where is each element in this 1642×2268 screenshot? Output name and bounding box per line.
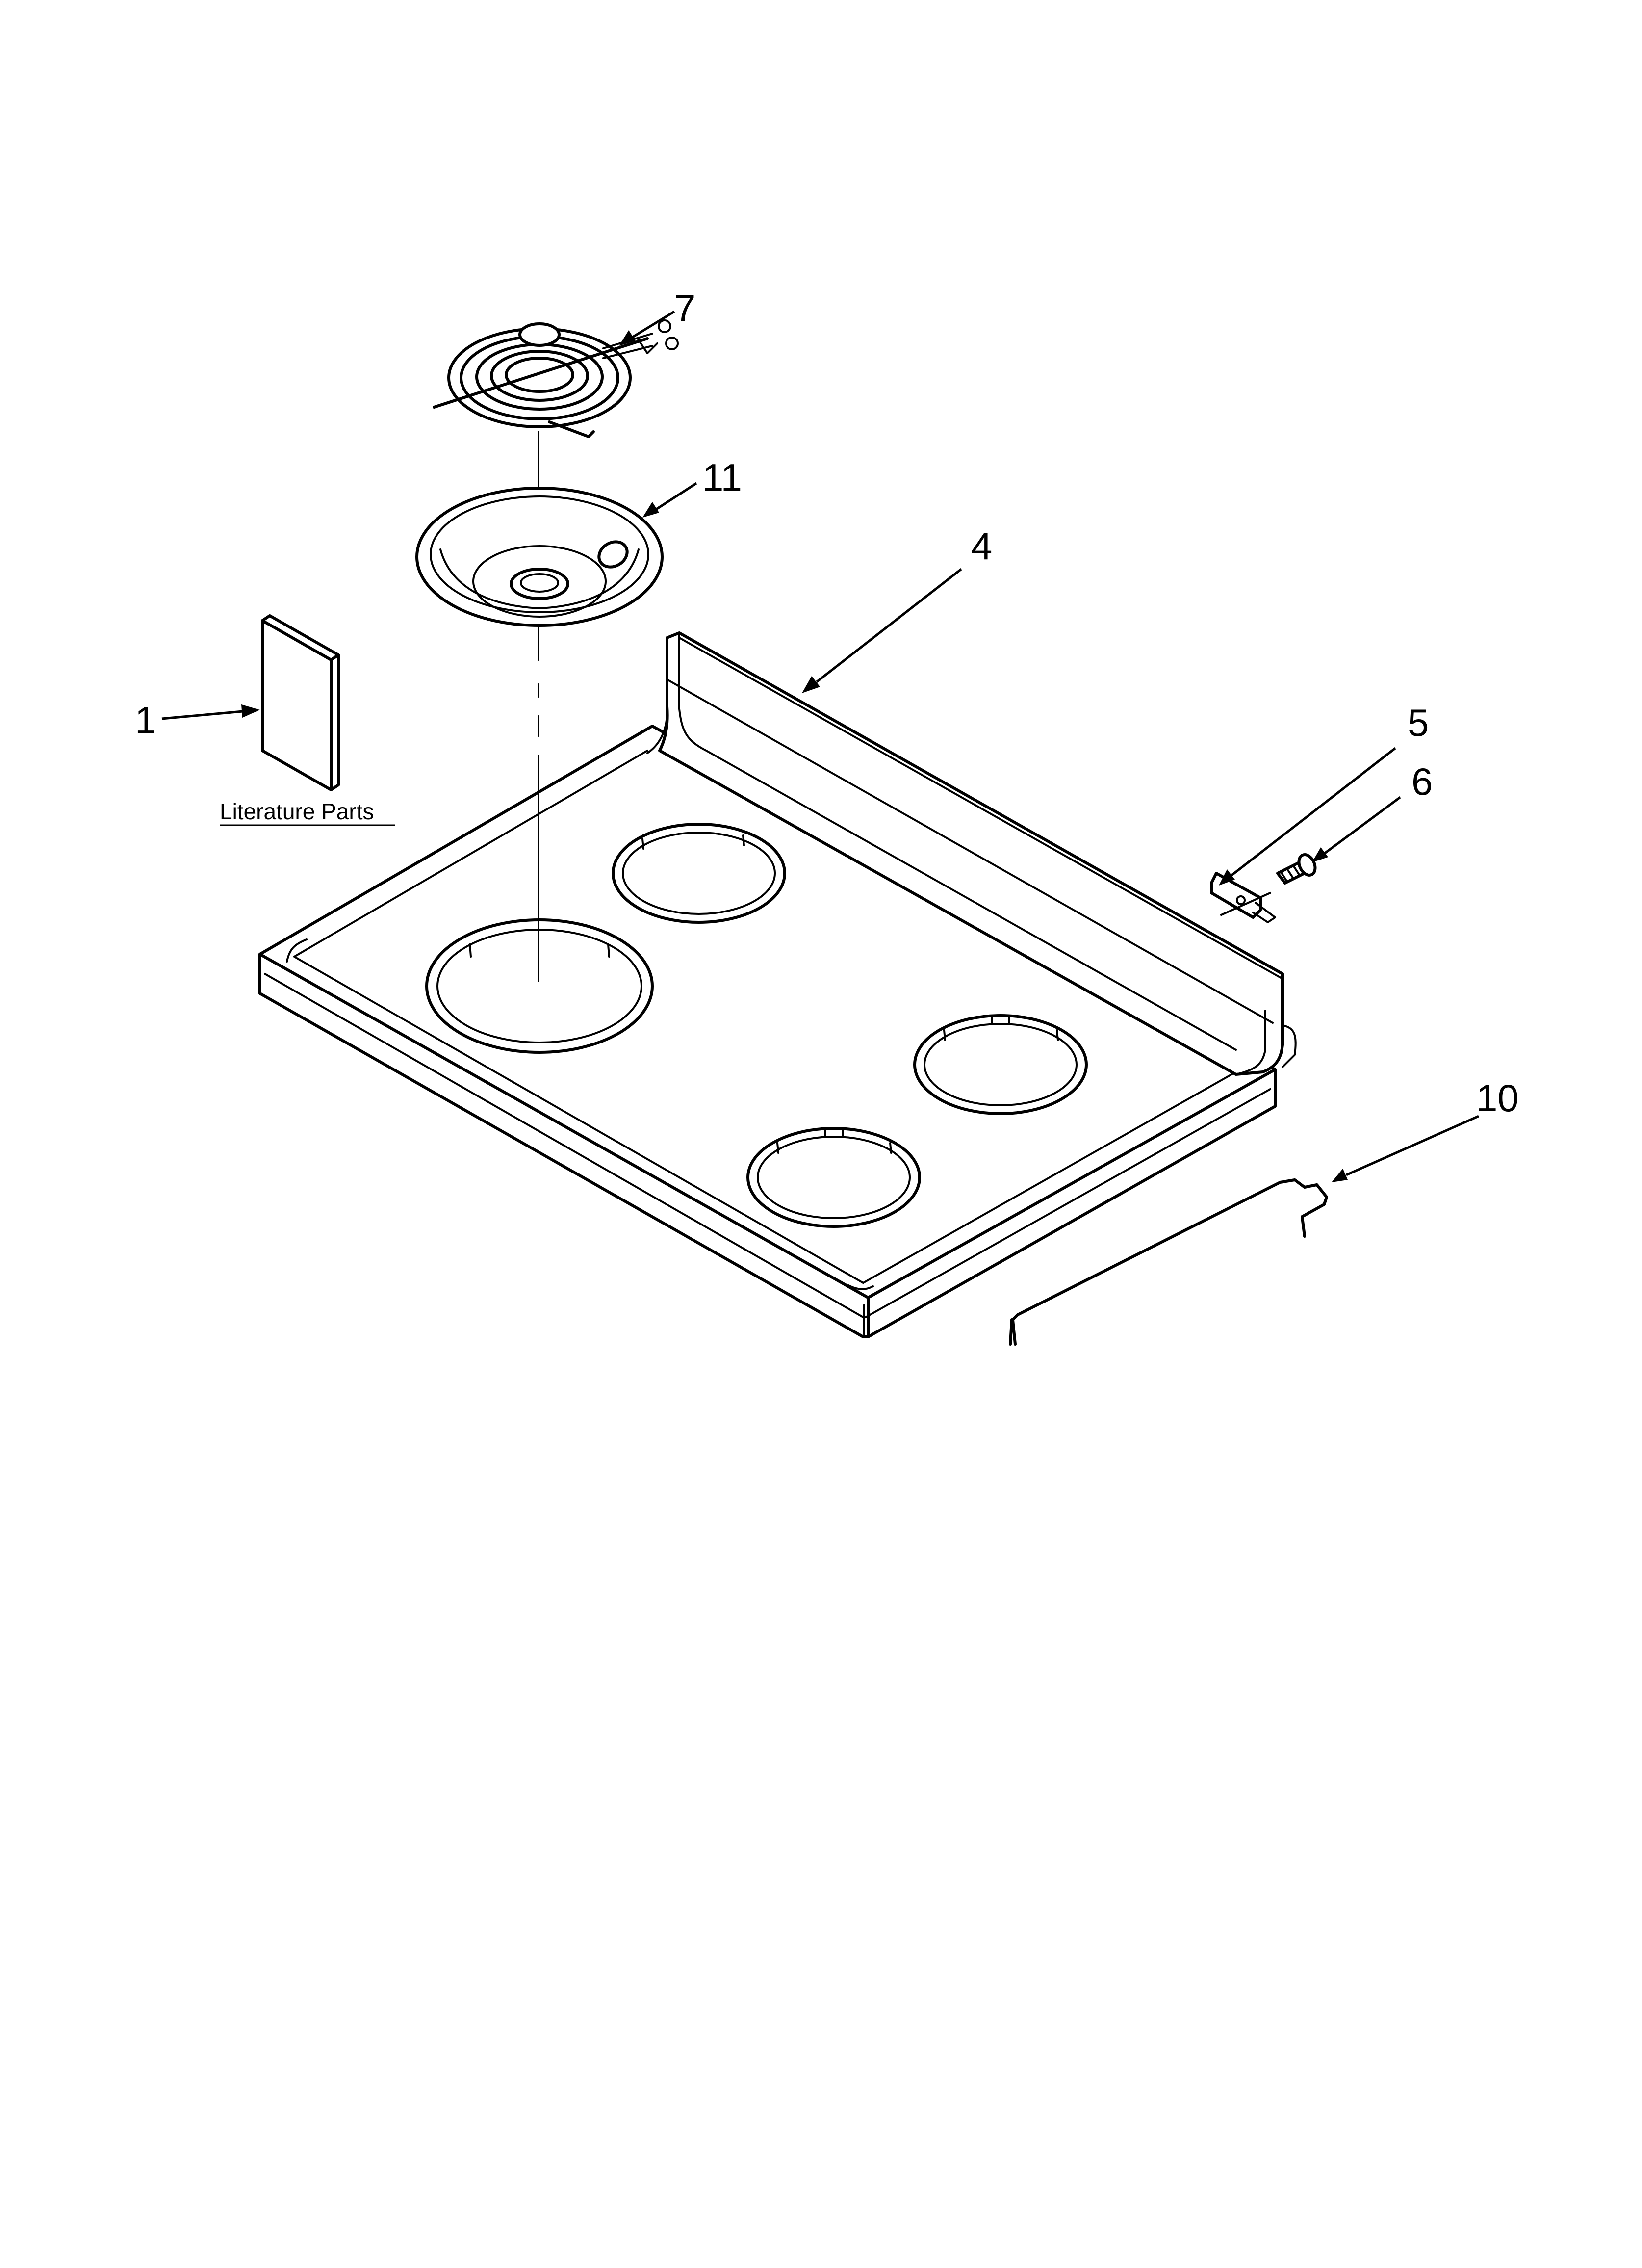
burner-opening-right-rear bbox=[913, 1014, 1088, 1115]
callout-10: 10 bbox=[1476, 1076, 1519, 1120]
callout-5: 5 bbox=[1408, 701, 1429, 744]
callout-6: 6 bbox=[1411, 760, 1433, 803]
burner-opening-right-front bbox=[746, 1127, 921, 1228]
callout-1: 1 bbox=[135, 699, 156, 742]
support-rod bbox=[1009, 1178, 1328, 1346]
cooktop-main-top bbox=[258, 631, 1297, 1338]
callout-11: 11 bbox=[702, 456, 742, 499]
callout-4: 4 bbox=[971, 524, 992, 568]
burner-opening-left-rear bbox=[612, 823, 786, 924]
burner-opening-left-front bbox=[425, 918, 654, 1054]
drip-bowl bbox=[415, 487, 664, 627]
literature-booklet bbox=[261, 614, 340, 791]
callout-7: 7 bbox=[674, 287, 695, 330]
screw bbox=[1276, 853, 1317, 885]
surface-element-coil bbox=[433, 319, 679, 438]
leader-lines bbox=[161, 310, 1480, 1182]
mounting-bracket bbox=[1210, 872, 1276, 923]
literature-parts-label: Literature Parts bbox=[220, 799, 374, 824]
